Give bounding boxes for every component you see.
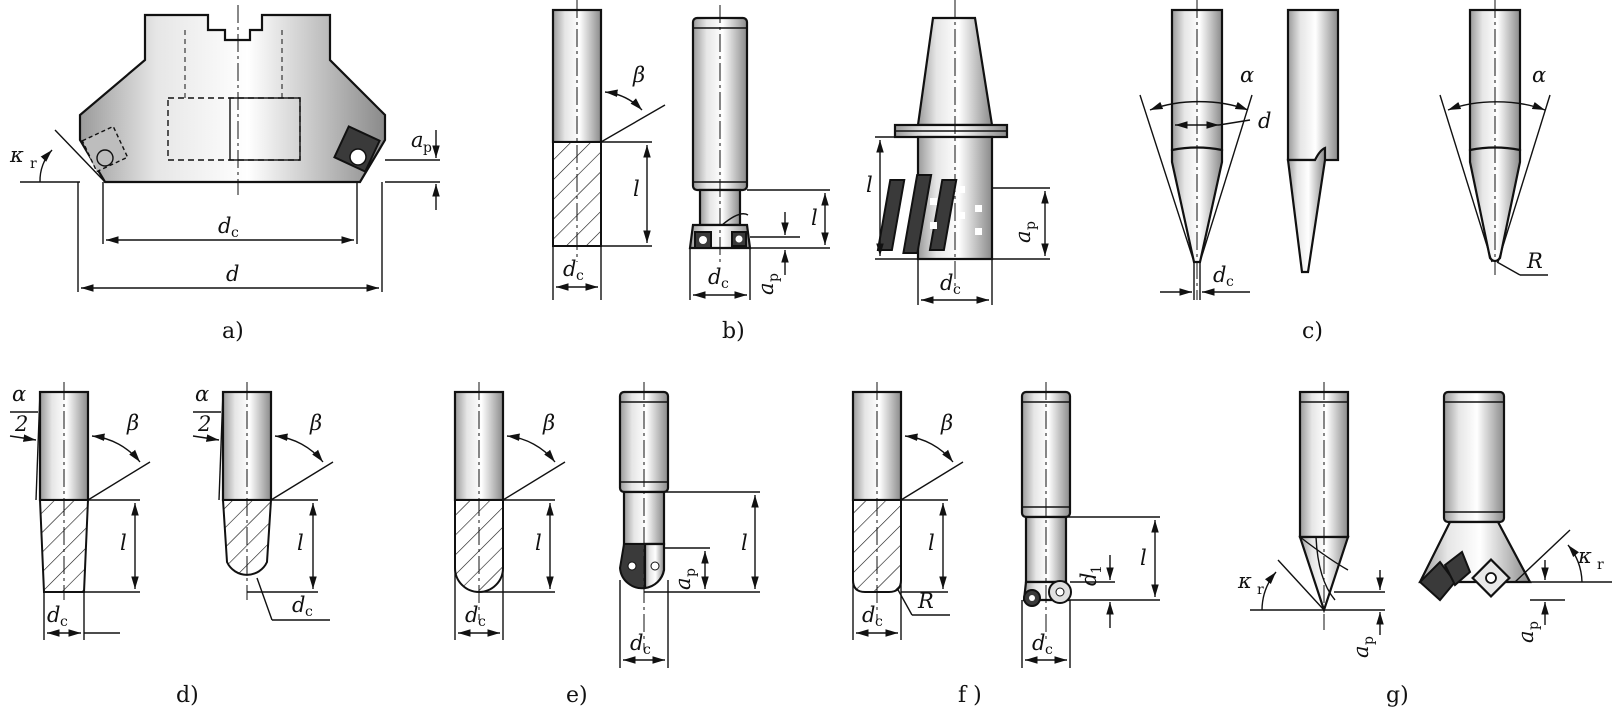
- svg-text:c: c: [1226, 274, 1234, 290]
- svg-text:d: d: [940, 271, 953, 295]
- caption-b: b): [722, 319, 745, 344]
- panel-e: β l d c l a p d c e): [453, 382, 760, 708]
- svg-text:r: r: [1257, 582, 1264, 598]
- svg-text:a: a: [754, 282, 778, 295]
- caption-e: e): [566, 683, 588, 708]
- svg-text:α: α: [1532, 63, 1546, 87]
- svg-text:l: l: [297, 531, 304, 555]
- svg-text:κ: κ: [1237, 569, 1252, 593]
- svg-text:R: R: [1526, 249, 1543, 273]
- svg-text:β: β: [940, 411, 953, 435]
- insert-rows: [876, 174, 982, 254]
- svg-text:l: l: [633, 177, 640, 201]
- svg-text:d: d: [630, 631, 643, 655]
- svg-text:l: l: [811, 206, 818, 230]
- svg-text:a: a: [671, 577, 695, 590]
- panel-b: β l d c l a p d c: [551, 0, 1050, 344]
- svg-text:d: d: [1077, 573, 1101, 586]
- kappa-label: κ: [9, 143, 24, 167]
- svg-text:l: l: [866, 173, 873, 197]
- svg-text:β: β: [632, 63, 645, 87]
- svg-text:d: d: [708, 265, 721, 289]
- panel-c: α d d c α R c): [1139, 0, 1551, 344]
- svg-text:d: d: [862, 603, 875, 627]
- svg-text:β: β: [542, 411, 555, 435]
- svg-text:α: α: [1240, 63, 1254, 87]
- svg-text:c: c: [1045, 642, 1053, 658]
- svg-text:p: p: [766, 273, 782, 282]
- svg-text:c: c: [576, 268, 584, 284]
- panel-f: β l d c R l d 1: [851, 382, 1160, 708]
- svg-text:a: a: [1011, 230, 1035, 243]
- svg-text:d: d: [47, 603, 60, 627]
- svg-text:1: 1: [1089, 565, 1105, 574]
- svg-text:α: α: [12, 382, 26, 406]
- caption-a: a): [222, 319, 244, 344]
- svg-text:2: 2: [197, 412, 211, 436]
- svg-text:d: d: [1213, 263, 1226, 287]
- svg-text:β: β: [309, 411, 322, 435]
- svg-text:c: c: [478, 614, 486, 630]
- svg-text:l: l: [741, 531, 748, 555]
- svg-text:d: d: [1258, 109, 1271, 133]
- svg-text:d: d: [563, 257, 576, 281]
- svg-text:d: d: [292, 593, 305, 617]
- svg-text:l: l: [928, 531, 935, 555]
- svg-text:p: p: [423, 140, 432, 156]
- panel-g: κ r a p κ r a p g): [1237, 382, 1612, 708]
- svg-text:κ: κ: [1577, 544, 1592, 568]
- svg-text:l: l: [535, 531, 542, 555]
- svg-text:β: β: [126, 411, 139, 435]
- svg-text:p: p: [1361, 636, 1377, 645]
- svg-text:c: c: [231, 225, 239, 241]
- ap-label: a: [411, 128, 424, 152]
- svg-text:r: r: [1597, 557, 1604, 573]
- svg-text:c: c: [643, 642, 651, 658]
- svg-text:p: p: [1023, 221, 1039, 230]
- dc-label: d: [218, 214, 231, 238]
- svg-text:a: a: [1514, 630, 1538, 643]
- d-label: d: [226, 262, 239, 286]
- panel-a: κ r a p d c d a): [9, 5, 440, 344]
- svg-text:c: c: [305, 604, 313, 620]
- svg-text:d: d: [1032, 631, 1045, 655]
- panel-d: β α 2 l d c β α 2 l d c d): [9, 382, 334, 708]
- svg-text:a: a: [1349, 645, 1373, 658]
- svg-text:l: l: [120, 531, 127, 555]
- caption-c: c): [1302, 319, 1323, 344]
- svg-text:p: p: [1526, 621, 1542, 630]
- svg-text:r: r: [30, 156, 37, 172]
- svg-text:d: d: [465, 603, 478, 627]
- svg-text:R: R: [917, 589, 934, 613]
- caption-d: d): [176, 683, 199, 708]
- svg-text:c: c: [875, 614, 883, 630]
- svg-text:p: p: [683, 568, 699, 577]
- svg-text:α: α: [195, 382, 209, 406]
- svg-text:c: c: [721, 276, 729, 292]
- caption-g: g): [1386, 683, 1409, 708]
- caption-f: f ): [958, 683, 982, 708]
- svg-text:c: c: [953, 282, 961, 298]
- svg-text:c: c: [60, 614, 68, 630]
- svg-text:2: 2: [14, 412, 28, 436]
- svg-text:l: l: [1140, 546, 1147, 570]
